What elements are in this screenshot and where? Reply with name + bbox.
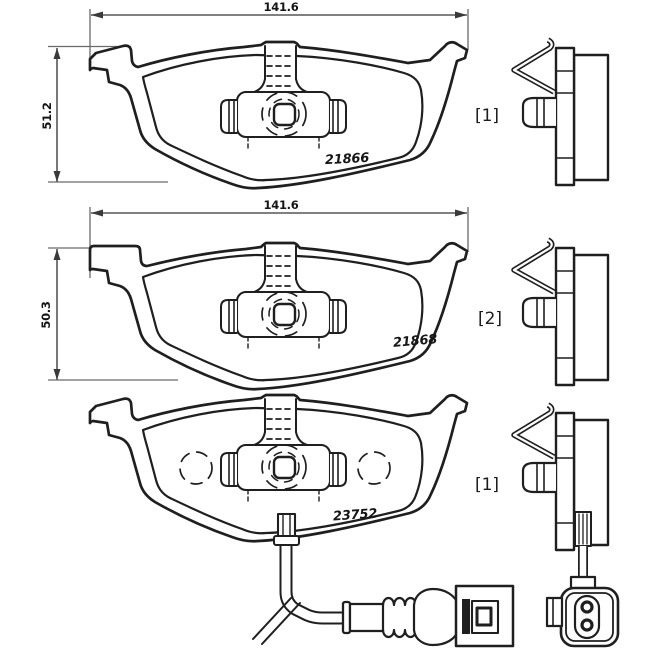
pad2-part-number: 21868	[392, 332, 438, 351]
dimension-width-pad2	[89, 207, 469, 278]
pad3-front-view	[88, 393, 469, 543]
pad1-height-dimension-label: 51.2	[40, 102, 54, 129]
rivet-hole-left	[179, 451, 213, 485]
cable-break-mark	[252, 597, 292, 640]
arrow-down-icon	[53, 171, 61, 182]
arrow-left-icon	[91, 11, 103, 19]
bellows-top	[381, 596, 418, 607]
connector-seal	[462, 599, 470, 634]
pad3-position-label: [1]	[475, 475, 499, 495]
pad3-part-number: 23752	[333, 506, 378, 524]
rubber-boot	[412, 587, 460, 647]
pad2-friction-outline	[141, 253, 424, 382]
pad2-front-view	[88, 241, 469, 391]
cable-sleeve	[348, 602, 385, 633]
arrow-up-icon	[53, 249, 61, 260]
connector-pin-2	[580, 618, 594, 632]
pad2-height-dimension-label: 50.3	[39, 301, 53, 328]
arrow-left-icon	[91, 209, 103, 217]
pad2-position-label: [2]	[478, 309, 502, 329]
pad1-side-view	[514, 40, 608, 185]
arrow-up-icon	[53, 48, 61, 59]
pad1-front-view	[88, 40, 469, 190]
cable-break-mark	[261, 602, 301, 645]
pad1-position-label: [1]	[475, 106, 499, 126]
pad2-width-dimension-label: 141.6	[264, 198, 299, 212]
wear-sensor-cable	[252, 512, 344, 645]
bellows-bottom	[381, 628, 418, 639]
dimension-width-pad1	[89, 9, 469, 58]
pad1-width-dimension-label: 141.6	[264, 0, 299, 14]
connector-latch-window	[475, 606, 493, 627]
sensor-clamp	[273, 535, 300, 546]
arrow-down-icon	[53, 369, 61, 380]
arrow-right-icon	[455, 209, 467, 217]
pad2-side-view	[514, 240, 608, 385]
connector-pin-1	[580, 600, 594, 614]
rivet-hole-right	[357, 451, 391, 485]
pad3-friction-outline	[141, 406, 424, 535]
pad3-side-view	[514, 405, 620, 648]
connector-tab	[545, 596, 564, 628]
pad1-part-number: 21866	[325, 151, 370, 168]
pad1-friction-outline	[141, 53, 424, 182]
arrow-right-icon	[455, 11, 467, 19]
sensor-connector-assembly	[341, 584, 515, 648]
